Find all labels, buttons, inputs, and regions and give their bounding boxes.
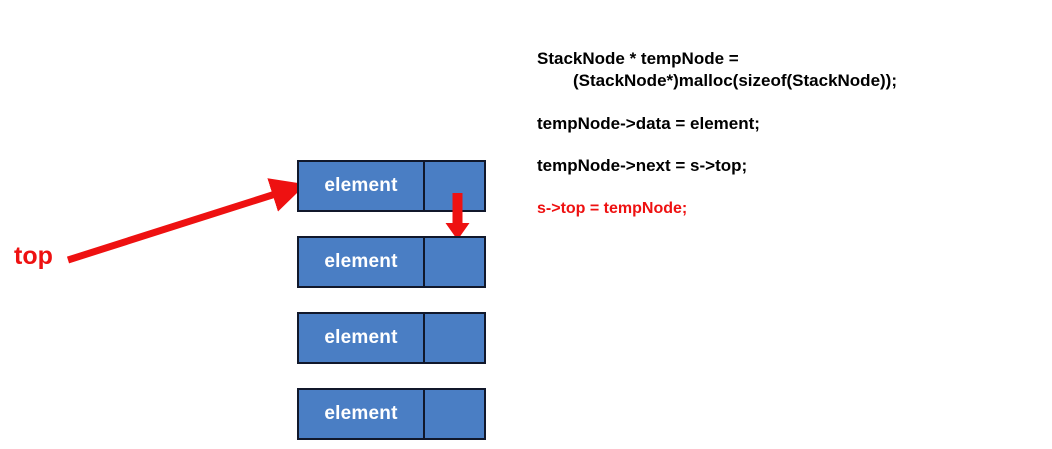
stack-node-1: element xyxy=(297,160,486,212)
stack-node-3-data: element xyxy=(299,314,425,362)
stack-node-4: element xyxy=(297,388,486,440)
stack-node-4-data: element xyxy=(299,390,425,438)
code-line-1: StackNode * tempNode = xyxy=(537,49,739,68)
stack-node-2-pointer xyxy=(425,238,484,286)
stack-node-1-data: element xyxy=(299,162,425,210)
code-line-4: tempNode->next = s->top; xyxy=(537,156,748,176)
stack-node-1-pointer xyxy=(425,162,484,210)
stack-node-2: element xyxy=(297,236,486,288)
code-line-5-highlighted: s->top = tempNode; xyxy=(537,199,688,217)
stack-node-3-pointer xyxy=(425,314,484,362)
code-block: StackNode * tempNode = (StackNode*)mallo… xyxy=(537,48,1037,219)
stack-node-3: element xyxy=(297,312,486,364)
code-line-2: (StackNode*)malloc(sizeof(StackNode)); xyxy=(573,71,898,91)
stack-node-2-data: element xyxy=(299,238,425,286)
stack-node-4-pointer xyxy=(425,390,484,438)
top-pointer-label: top xyxy=(14,242,53,270)
code-line-3: tempNode->data = element; xyxy=(537,113,760,133)
